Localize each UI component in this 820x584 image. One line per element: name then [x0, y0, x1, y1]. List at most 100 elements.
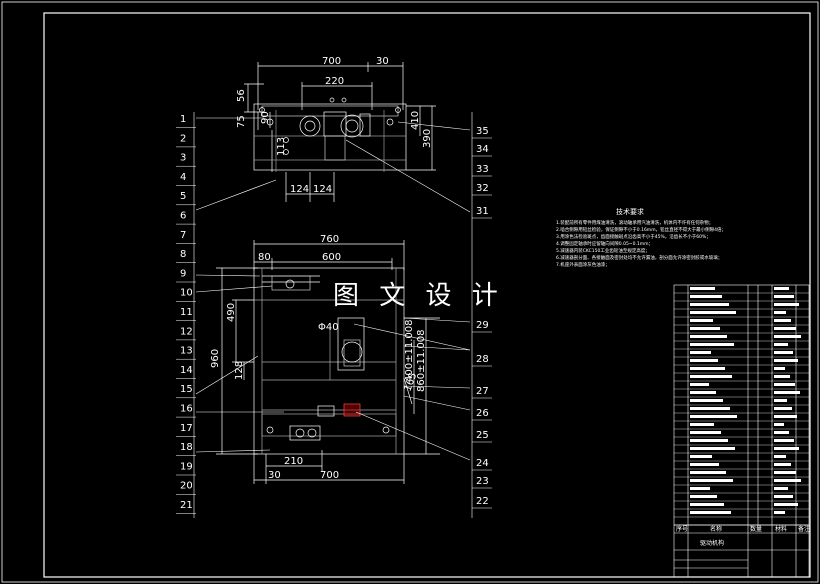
bom-row-material-mark	[774, 423, 784, 426]
bom-row-material-mark	[774, 343, 788, 346]
tech-req-line-2: 2.啮合侧隙用铅丝检验，保证侧隙不小于0.16mm，铅丝直径不得大于最小侧隙4倍…	[556, 226, 726, 233]
balloon-right-35: 35	[476, 126, 489, 137]
tech-req-title: 技术要求	[616, 207, 644, 216]
dim-top-75: 75	[236, 115, 247, 128]
balloon-right-23: 23	[476, 476, 489, 487]
tech-req-line-5: 5.减速器内装CKC150工业齿轮油至规定高度；	[556, 247, 650, 254]
bom-row-material-mark	[774, 303, 799, 306]
balloon-columns	[193, 112, 473, 518]
bom-row-material-mark	[774, 335, 801, 338]
bom-row-material-mark	[774, 439, 794, 442]
tb-header-material: 材料	[775, 525, 787, 533]
leader-lines	[195, 117, 471, 461]
bom-row-text-mark	[690, 495, 717, 498]
bom-row-text-mark	[690, 463, 719, 466]
bom-row-material-mark	[774, 471, 796, 474]
dim-front-128: 128	[234, 361, 245, 380]
balloon-left-5: 5	[180, 191, 186, 202]
top-view	[244, 62, 436, 202]
balloon-left-14: 14	[180, 365, 193, 376]
balloon-right-27: 27	[476, 386, 489, 397]
dim-front-600: 600	[322, 252, 341, 263]
balloon-left-9: 9	[180, 268, 186, 279]
dim-front-700: 700	[320, 470, 339, 481]
tb-header-qty: 数量	[750, 525, 762, 533]
bom-row-text-mark	[690, 303, 729, 306]
balloon-right-22: 22	[476, 496, 489, 507]
bom-row-text-mark	[690, 511, 731, 514]
bom-row-material-mark	[774, 495, 793, 498]
bom-row-material-mark	[774, 447, 799, 450]
bom-row-material-mark	[774, 415, 797, 418]
dim-front-960: 960	[210, 349, 221, 368]
bom-row-text-mark	[690, 319, 713, 322]
dim-top-124b: 124	[313, 184, 332, 195]
bom-row-material-mark	[774, 295, 794, 298]
bom-row-text-mark	[690, 455, 712, 458]
balloon-left-7: 7	[180, 230, 186, 241]
bom-row-material-mark	[774, 287, 789, 290]
balloon-right-33: 33	[476, 164, 489, 175]
bom-row-text-mark	[690, 431, 721, 434]
front-view	[216, 240, 440, 484]
dim-front-d40: Φ40	[318, 322, 339, 333]
dim-top-113: 113	[276, 137, 287, 156]
bom-row-text-mark	[690, 471, 726, 474]
bom-row-material-mark	[774, 391, 800, 394]
bom-row-text-mark	[690, 311, 736, 314]
dim-front-80: 80	[258, 252, 271, 263]
bom-row-text-mark	[690, 439, 728, 442]
bom-row-material-mark	[774, 407, 792, 410]
dim-top-56: 56	[236, 89, 247, 102]
tb-drawing-name: 驱动机构	[700, 539, 724, 547]
balloon-left-13: 13	[180, 346, 193, 357]
dim-top-390: 390	[422, 129, 433, 148]
tb-header-no: 序号	[676, 525, 688, 533]
balloon-left-4: 4	[180, 172, 186, 183]
dim-top-220: 220	[325, 76, 344, 87]
bom-row-text-mark	[690, 415, 737, 418]
balloon-left-20: 20	[180, 481, 193, 492]
tb-header-remark: 备注	[798, 525, 810, 533]
bom-row-text-mark	[690, 447, 735, 450]
bom-row-text-mark	[690, 503, 724, 506]
bom-row-text-mark	[690, 327, 720, 330]
bom-row-text-mark	[690, 383, 709, 386]
bom-row-material-mark	[774, 351, 793, 354]
dim-front-400: 400±11.008	[404, 320, 415, 382]
bom-row-material-mark	[774, 311, 786, 314]
bom-row-text-mark	[690, 479, 733, 482]
tb-header-name: 名称	[710, 525, 722, 533]
dim-top-124a: 124	[290, 184, 309, 195]
bom-row-material-mark	[774, 399, 787, 402]
tech-req-line-3: 3.用涂色法检验斑点，齿面接触斑点沿齿高不小于45%，沿齿长不小于60%；	[556, 233, 711, 240]
bom-row-text-mark	[690, 343, 734, 346]
bom-row-text-mark	[690, 335, 727, 338]
bom-row-material-mark	[774, 375, 790, 378]
balloon-right-28: 28	[476, 354, 489, 365]
watermark-text: 图 文 设 计	[333, 281, 504, 311]
bom-row-text-mark	[690, 407, 730, 410]
balloon-right-29: 29	[476, 320, 489, 331]
bom-row-text-mark	[690, 359, 718, 362]
dim-front-760: 760	[320, 234, 339, 245]
balloon-left-21: 21	[180, 500, 193, 511]
bom-row-text-mark	[690, 399, 723, 402]
tech-req-line-6: 6.减速器剖分面、各接触面及密封处均不允许漏油，剖分面允许涂密封胶或水玻璃；	[556, 254, 722, 261]
bom-row-text-mark	[690, 391, 716, 394]
bom-table	[673, 284, 810, 578]
balloon-right-34: 34	[476, 144, 489, 155]
tech-req-line-1: 1.装配前所有零件用煤油清洗，滚动轴承用汽油清洗，机体内不许有任何杂物；	[556, 219, 713, 226]
balloon-right-25: 25	[476, 430, 489, 441]
balloon-left-10: 10	[180, 288, 193, 299]
balloon-left-1: 1	[180, 114, 186, 125]
balloon-left-11: 11	[180, 307, 193, 318]
balloon-right-32: 32	[476, 183, 489, 194]
bom-row-material-mark	[774, 359, 798, 362]
tech-req-line-7: 7.机座外表面涂灰色油漆；	[556, 261, 610, 268]
bom-row-material-mark	[774, 319, 791, 322]
